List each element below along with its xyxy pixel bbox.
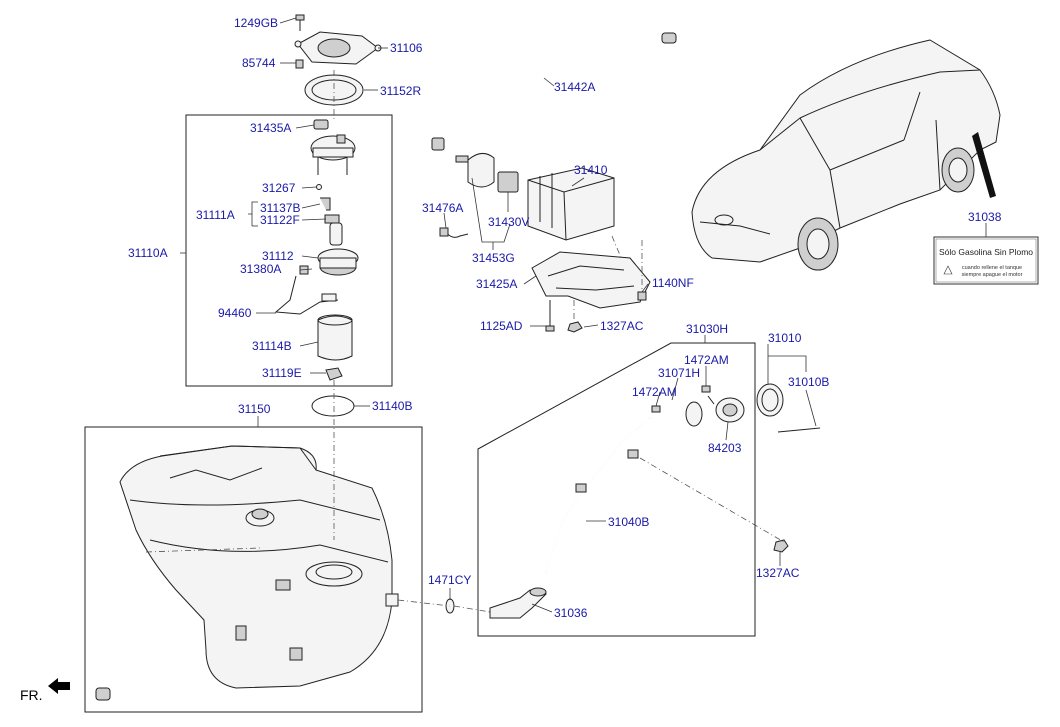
label-31071h: 31071H — [658, 366, 700, 380]
fuel-pump-module-box — [185, 114, 393, 387]
label-31442a: 31442A — [554, 80, 595, 94]
canister-31410 — [527, 167, 615, 241]
nut-1327ac-top — [567, 321, 583, 333]
label-31152r: 31152R — [380, 84, 421, 98]
label-31010b: 31010B — [788, 375, 829, 389]
filler-neck-box — [477, 342, 756, 637]
bolt-1249gb — [295, 14, 305, 31]
vehicle-illustration — [691, 39, 1001, 271]
label-31010: 31010 — [768, 331, 802, 345]
label-31150: 31150 — [238, 402, 271, 416]
vapor-hose-31442a — [431, 32, 677, 151]
label-31435a: 31435A — [250, 121, 291, 135]
cover-31106 — [294, 31, 382, 65]
front-arrow-icon — [48, 678, 70, 694]
label-31267: 31267 — [262, 181, 296, 195]
label-1472am-a: 1472AM — [684, 353, 729, 367]
label-84203: 84203 — [708, 441, 742, 455]
label-1249gb: 1249GB — [234, 16, 278, 30]
label-1327ac-top: 1327AC — [600, 319, 644, 333]
reservoir-31114b — [317, 314, 353, 361]
sensor-31476a — [439, 227, 469, 238]
label-1140nf: 1140NF — [652, 276, 694, 290]
sender-94460 — [274, 275, 339, 315]
tether-31010b — [777, 427, 821, 433]
label-85744: 85744 — [242, 56, 276, 70]
label-1472am-b: 1472AM — [632, 385, 677, 399]
label-31110a: 31110A — [128, 246, 168, 260]
bracket-31425a — [531, 251, 651, 309]
assembly-dash-lines — [145, 70, 785, 613]
oring-31267 — [316, 184, 322, 190]
filter-31122f — [324, 214, 343, 246]
gasket-31140b — [311, 395, 355, 417]
clamp-1472am-a — [701, 385, 711, 393]
front-label: FR. — [20, 687, 43, 703]
filler-pipe-31040b — [511, 401, 703, 594]
label-1327ac-bottom: 1327AC — [756, 566, 800, 580]
fuel-label-sticker-31038: Sólo Gasolina Sin Plomo cuando rellene e… — [933, 236, 1039, 285]
vent-hose-tank — [95, 551, 181, 701]
label-31038: 31038 — [968, 210, 1002, 224]
label-31410: 31410 — [574, 163, 608, 177]
label-31040b: 31040B — [608, 515, 649, 529]
label-31476a: 31476A — [422, 201, 463, 215]
label-31114b: 31114B — [252, 339, 292, 353]
nut-1327ac-bottom — [773, 539, 789, 553]
leader-lines — [180, 17, 987, 613]
nut-85744 — [295, 59, 304, 69]
bolt-1125ad — [545, 300, 555, 332]
housing-84203 — [707, 395, 745, 423]
label-31106: 31106 — [390, 41, 423, 55]
front-direction-marker: FR. — [20, 678, 70, 703]
label-31453g: 31453G — [472, 251, 515, 265]
label-1471cy: 1471CY — [428, 573, 471, 587]
filter-31430v — [455, 153, 519, 193]
label-31137b: 31137B — [260, 201, 300, 215]
fuel-tank-box — [84, 426, 423, 713]
clamp-1472am-b — [651, 405, 661, 413]
seat-31119e — [325, 367, 343, 381]
label-31430v: 31430V — [488, 215, 529, 229]
fuel-cap-31010 — [756, 383, 784, 417]
fuel-tank-31150 — [119, 445, 399, 689]
label-31425a: 31425A — [476, 277, 517, 291]
label-31140b: 31140B — [372, 399, 412, 413]
sticker-line-1: cuando rellene el tanque — [962, 265, 1022, 271]
label-31036: 31036 — [554, 606, 588, 620]
pump-31112 — [317, 248, 359, 276]
label-31111a: 31111A — [196, 208, 235, 222]
label-31122f: 31122F — [260, 213, 300, 227]
label-1125ad: 1125AD — [480, 319, 523, 333]
label-31112: 31112 — [262, 249, 294, 263]
part-labels: 1249GB 31106 85744 31152R 31435A 31267 3… — [128, 16, 1002, 620]
label-31380a: 31380A — [240, 262, 281, 276]
label-94460: 94460 — [218, 306, 252, 320]
bracket-31137b — [320, 197, 331, 211]
pump-flange-31435a — [310, 119, 356, 175]
sticker-line-2: siempre apague el motor — [962, 272, 1023, 278]
label-31030h: 31030H — [686, 322, 728, 336]
inlet-hose-31036 — [489, 587, 547, 619]
label-31119e: 31119E — [262, 366, 302, 380]
sticker-title: Sólo Gasolina Sin Plomo — [939, 247, 1033, 257]
